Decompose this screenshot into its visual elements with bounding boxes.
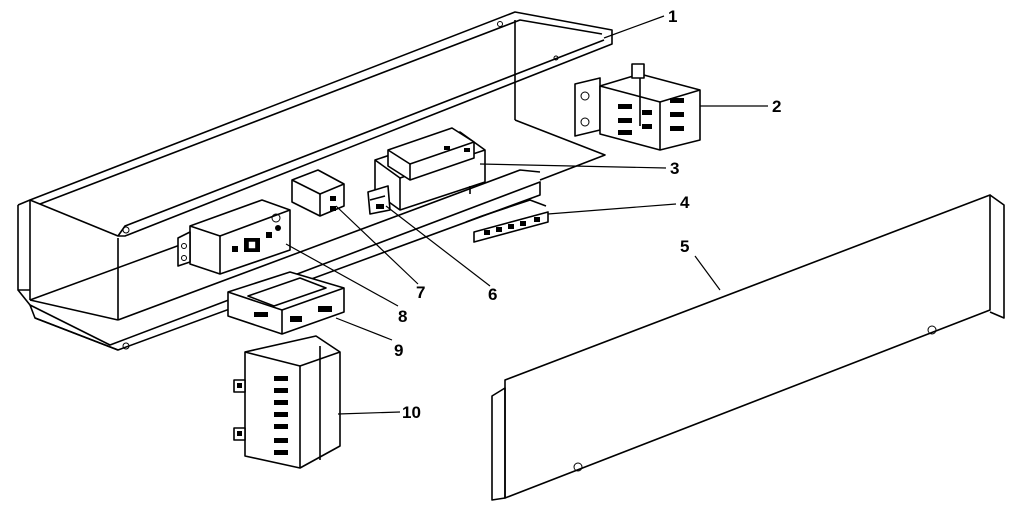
part-2-contactor [574,63,701,151]
leader-3 [479,163,667,169]
leader-4 [547,203,677,215]
callout-3: 3 [670,159,679,178]
part-4-terminal-strip [465,199,549,243]
part-5-front-cover [491,194,1005,501]
leader-9 [335,317,393,341]
part-9-sequencer [227,271,345,335]
part-7-relay-box [291,169,345,217]
callout-7: 7 [416,283,425,302]
callout-8: 8 [398,307,407,326]
leader-5 [694,255,721,291]
leader-7 [335,205,419,285]
part-3-transformer [374,127,486,211]
part-6-relay [367,185,391,215]
callout-2: 2 [772,97,781,116]
callout-10: 10 [402,403,421,422]
part-1-housing [17,11,613,351]
callout-9: 9 [394,341,403,360]
leader-10 [337,411,401,415]
part-8-control-box [177,199,291,275]
part-10-terminal-block [233,335,341,469]
leader-lines [285,15,768,415]
leader-6 [385,205,491,287]
callout-1: 1 [668,7,677,26]
callout-labels: 1 2 3 4 5 6 7 8 9 10 [394,7,781,422]
callout-5: 5 [680,237,689,256]
leader-8 [285,243,399,307]
callout-6: 6 [488,285,497,304]
callout-4: 4 [680,193,690,212]
leader-1 [603,15,665,39]
